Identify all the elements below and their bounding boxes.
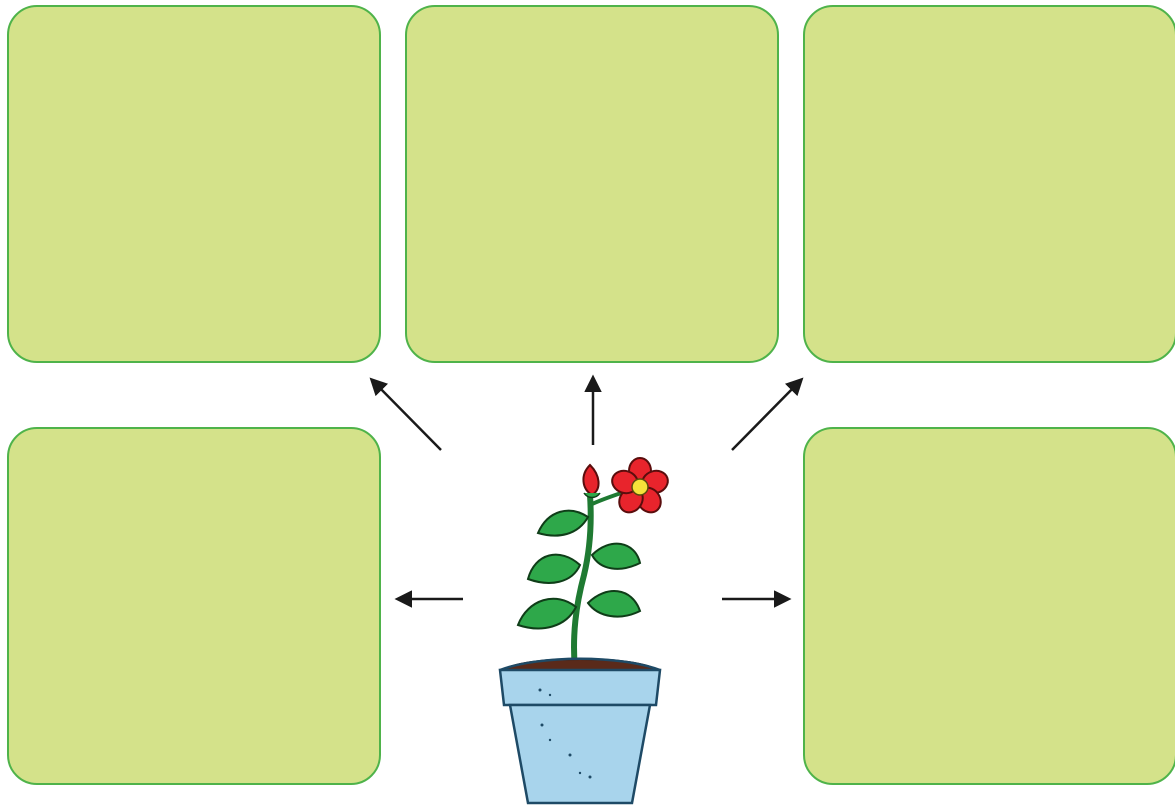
flower-center bbox=[631, 478, 649, 496]
leaf-icon bbox=[516, 597, 578, 630]
pot-speckles bbox=[538, 688, 592, 779]
bud-sepal bbox=[583, 492, 601, 499]
leaf-icon bbox=[536, 509, 590, 537]
leaf-icon bbox=[590, 542, 642, 570]
arrow-to-top-right bbox=[731, 377, 804, 451]
answer-box-top-right[interactable] bbox=[803, 5, 1175, 363]
answer-box-top-center[interactable] bbox=[405, 5, 779, 363]
answer-box-bottom-right[interactable] bbox=[803, 427, 1175, 785]
leaf-icon-group bbox=[516, 509, 642, 630]
leaf-icon bbox=[526, 553, 582, 584]
answer-box-bottom-left[interactable] bbox=[7, 427, 381, 785]
pot-rim-top bbox=[499, 657, 661, 672]
leaf-icon bbox=[586, 590, 642, 618]
pot-rim bbox=[498, 668, 662, 707]
flower-pot-icon bbox=[508, 703, 652, 805]
flower-icon bbox=[611, 457, 669, 514]
answer-box-top-left[interactable] bbox=[7, 5, 381, 363]
arrow-to-top-left bbox=[369, 377, 442, 451]
plant-stem bbox=[571, 492, 594, 673]
potted-plant-illustration bbox=[498, 457, 669, 805]
flower-bud-icon bbox=[582, 463, 600, 497]
